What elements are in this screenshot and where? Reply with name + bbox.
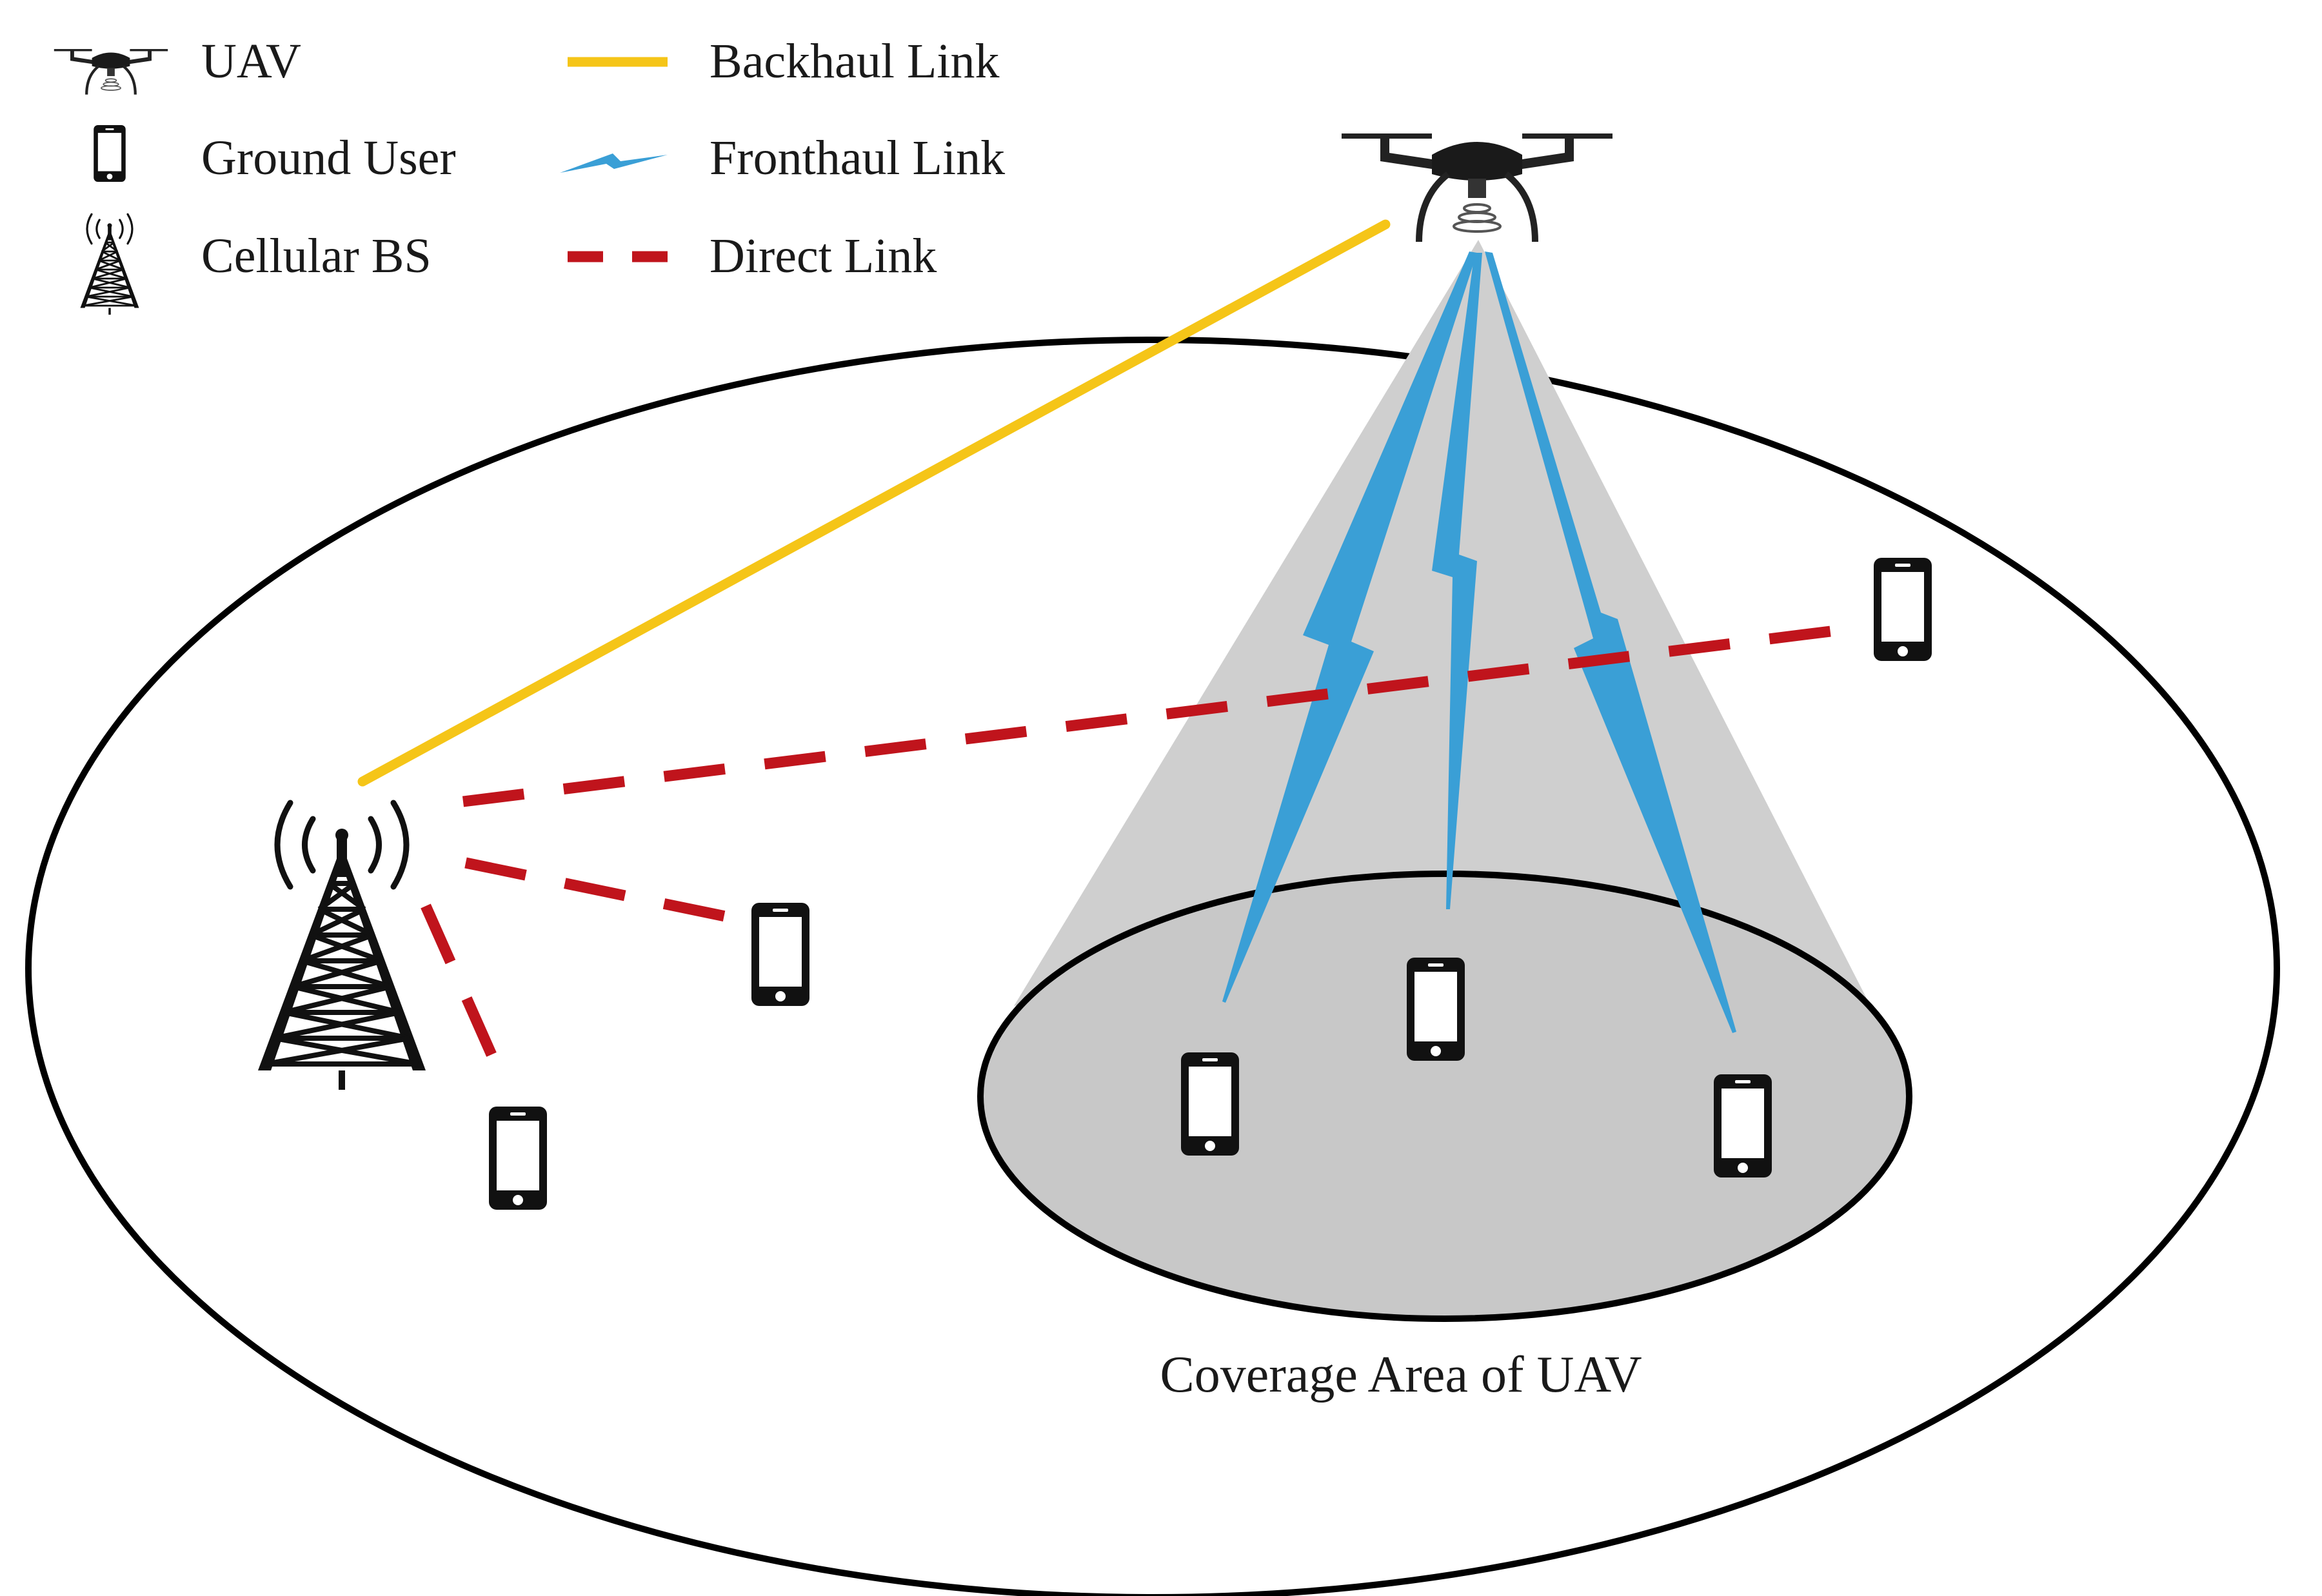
legend-ground-user-label: Ground User [201,131,456,185]
ground-user-coverage-middle [1407,958,1465,1061]
legend: UAV Ground User Cellular BS Backhaul Lin… [54,34,1005,316]
coverage-area [977,871,1912,1322]
fronthaul-links [1222,251,1736,1033]
cellular-bs-tower [258,803,426,1090]
fronthaul-bolt-left [1222,251,1477,1003]
legend-direct-label: Direct Link [710,229,937,283]
legend-fronthaul-label: Fronthaul Link [710,131,1005,185]
legend-cellular-bs-label: Cellular BS [201,229,432,283]
coverage-area-label: Coverage Area of UAV [1160,1346,1642,1403]
legend-uav-icon [54,49,168,95]
legend-uav-label: UAV [201,34,301,88]
direct-link-near-user [421,903,503,1072]
fronthaul-bolt-right [1485,251,1736,1033]
direct-link-mid-user [464,857,755,928]
ground-user-mid [751,903,809,1006]
legend-fronthaul-swatch [560,153,668,173]
ground-user-coverage-left [1181,1052,1239,1156]
legend-ground-user-icon [94,125,126,182]
backhaul-link [357,219,1391,787]
cell-boundary [25,337,2280,1596]
direct-links [421,624,1847,1072]
legend-backhaul-label: Backhaul Link [710,34,1000,88]
ground-user-coverage-right [1714,1074,1772,1177]
legend-cellular-bs-icon [79,213,140,316]
fronthaul-bolt-middle [1432,253,1482,909]
ground-user-near-bs [489,1107,547,1210]
direct-link-far-user [462,624,1847,807]
ground-user-far-right [1874,558,1932,661]
